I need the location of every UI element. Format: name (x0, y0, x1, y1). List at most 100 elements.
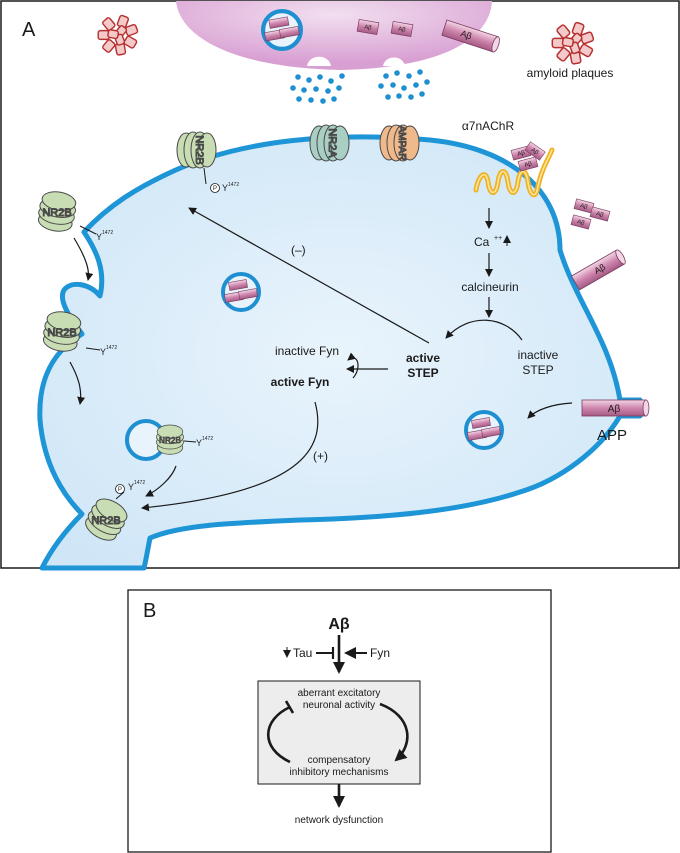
release-site (307, 56, 331, 67)
svg-text:Aβ: Aβ (459, 28, 473, 41)
arrow-app-processing (527, 402, 573, 419)
panel-a: Aβ Aβ Aβ amyloid plaques A Aβ APP (0, 0, 680, 571)
network-dysfunction-label: network dysfunction (295, 815, 383, 826)
panel-b: B Aβ Tau Fyn aberrant excitatory neurona… (127, 589, 552, 853)
y1472-label-3: Y 1472 (85, 345, 117, 357)
svg-text:Aβ: Aβ (579, 203, 588, 211)
presynaptic-vesicle (263, 11, 301, 49)
active-fyn-label: active Fyn (271, 375, 330, 389)
svg-text:Aβ: Aβ (398, 26, 407, 33)
plus-label: (+) (313, 449, 328, 463)
nr2a-receptor: NR2A (309, 124, 350, 162)
svg-text:NR2B: NR2B (91, 515, 120, 527)
nr2b-receptor-surface: NR2B (176, 131, 217, 169)
svg-text:Y: Y (100, 347, 106, 357)
active-step-label-1: active (406, 351, 440, 365)
arrow-internalization-2 (69, 361, 86, 405)
calcium-label: Ca ++ (474, 235, 511, 249)
y1472-label-4: Y 1472 (183, 436, 213, 448)
svg-text:Aβ: Aβ (595, 211, 604, 219)
svg-text:Aβ: Aβ (364, 24, 373, 31)
svg-text:Fyn: Fyn (370, 646, 390, 660)
svg-text:1472: 1472 (102, 230, 113, 236)
active-step-label-2: STEP (407, 366, 438, 380)
nr2b-endocytosing: NR2B (35, 188, 79, 235)
svg-text:NR2A: NR2A (326, 128, 338, 158)
ab-monomer: Aβ (390, 20, 414, 38)
release-site (383, 57, 405, 67)
presynaptic-terminal (176, 1, 492, 70)
svg-text:Y: Y (96, 232, 102, 242)
arrow-excitation-to-compensation (379, 702, 409, 762)
svg-text:Aβ: Aβ (517, 150, 526, 158)
ab-rod-large: Aβ (441, 19, 500, 53)
minus-label: (–) (291, 243, 306, 257)
inhibitory-mechanisms-label-2: inhibitory mechanisms (290, 767, 389, 778)
inactive-fyn-label: inactive Fyn (275, 344, 339, 358)
inhibition-bar (284, 700, 295, 714)
svg-text:Aβ: Aβ (576, 219, 585, 227)
svg-text:Aβ: Aβ (524, 161, 533, 169)
ab-title: Aβ (328, 616, 350, 633)
svg-text:P: P (213, 186, 217, 192)
svg-text:1472: 1472 (106, 345, 117, 351)
arrow-internalization-1 (73, 237, 94, 281)
fyn-facilitation: Fyn (344, 646, 390, 660)
svg-text:NR2B: NR2B (47, 327, 76, 339)
arrow-step-activation (445, 319, 523, 341)
inhibition-compensation-to-excitation (266, 705, 291, 764)
phospho-y1472-top: P Y 1472 (203, 167, 239, 193)
svg-text:Y: Y (222, 183, 228, 193)
nr2b-phosphorylated: NR2B (80, 493, 133, 546)
ampar-receptor: AMPAR (379, 124, 420, 162)
ab-rod-membrane: Aβ (570, 249, 626, 291)
ab-oligomer-bound: Aβ Aβ Aβ (510, 141, 546, 172)
inhibitory-mechanisms-label-1: compensatory (308, 755, 371, 766)
svg-text:Aβ: Aβ (592, 262, 607, 276)
nr2b-in-endosome: NR2B (156, 424, 184, 455)
inactive-step-label-1: inactive (518, 348, 559, 362)
svg-text:AMPAR: AMPAR (396, 126, 407, 161)
svg-text:Y: Y (128, 482, 134, 492)
phospho-y1472-bottom: P Y 1472 (115, 480, 145, 500)
ab-monomer: Aβ (356, 18, 380, 36)
svg-text:Y: Y (196, 438, 202, 448)
svg-text:1472: 1472 (228, 182, 239, 188)
svg-text:Tau: Tau (293, 646, 312, 660)
a7nachr-highlight (475, 149, 553, 196)
svg-text:Aβ: Aβ (530, 147, 540, 157)
nr2b-internalizing: NR2B (40, 308, 84, 355)
svg-text:NR2B: NR2B (193, 135, 205, 164)
app-rod: Aβ (581, 399, 650, 417)
amyloid-plaques-label: amyloid plaques (527, 66, 614, 80)
postsynaptic-spine (37, 134, 643, 571)
svg-text:Ca: Ca (474, 235, 490, 249)
internal-vesicle (466, 412, 502, 448)
feedback-loop-box (257, 680, 421, 785)
arrow-fyn-inactivation (347, 352, 359, 379)
panel-a-letter: A (22, 19, 36, 41)
svg-text:1472: 1472 (134, 480, 145, 486)
svg-text:NR2B: NR2B (159, 436, 182, 445)
a7nachr-label: α7nAChR (462, 119, 515, 133)
tau-inhibition: Tau (283, 646, 335, 660)
ab-oligomer-free: Aβ Aβ Aβ (570, 198, 611, 230)
calcineurin-label: calcineurin (461, 280, 518, 294)
excitatory-activity-label-2: neuronal activity (303, 700, 375, 711)
panel-b-letter: B (143, 600, 156, 622)
svg-text:P: P (118, 487, 122, 493)
arrow-recycling (145, 465, 177, 497)
svg-text:NR2B: NR2B (42, 207, 71, 219)
excitatory-activity-label-1: aberrant excitatory (298, 688, 381, 699)
arrow-fyn-phosphorylates (141, 401, 319, 512)
internal-vesicle (223, 274, 259, 310)
svg-text:1472: 1472 (202, 436, 213, 442)
svg-text:++: ++ (494, 235, 502, 242)
svg-text:Aβ: Aβ (608, 404, 621, 415)
y1472-label-2: Y 1472 (79, 225, 113, 242)
neurotransmitter-dots (290, 69, 430, 104)
inactive-step-label-2: STEP (522, 363, 553, 377)
arrow-step-dephosphorylates (188, 207, 430, 344)
app-label: APP (597, 427, 627, 444)
